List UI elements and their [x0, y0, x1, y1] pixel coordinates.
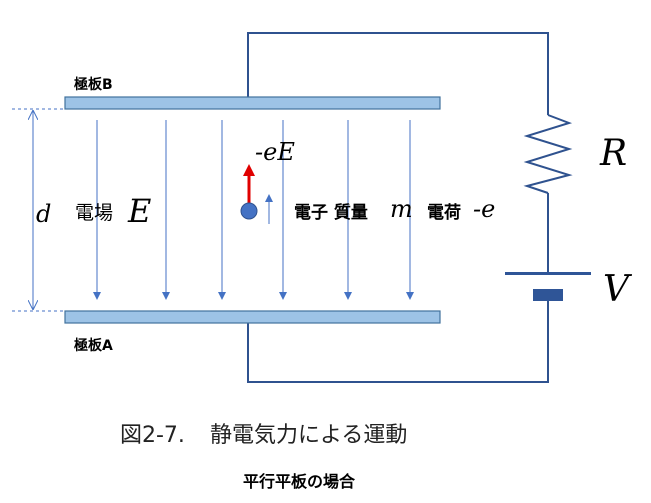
charge-desc-label: 電荷 — [427, 202, 461, 223]
resistor-icon — [523, 114, 573, 194]
battery-long-plate — [505, 272, 591, 275]
plate-b-label: 極板B — [74, 76, 113, 93]
plate-a-label: 極板A — [74, 337, 113, 354]
electron — [240, 202, 258, 220]
field-lines — [93, 120, 414, 300]
field-symbol-label: E — [127, 192, 151, 230]
figure-title: 静電気力による運動 — [210, 423, 407, 448]
distance-label: d — [36, 200, 51, 228]
resistor-label: R — [599, 133, 627, 174]
charge-symbol-label: -e — [473, 195, 495, 223]
bottom-wire — [247, 301, 549, 383]
circuit-wires — [247, 32, 549, 383]
mass-symbol-label: m — [390, 195, 413, 223]
plate-a — [64, 310, 441, 324]
figure-number: 図2-7. — [120, 423, 185, 448]
electron-desc-label: 電子 質量 — [294, 202, 368, 223]
field-prefix-label: 電場 — [75, 202, 113, 224]
battery-short-plate — [533, 289, 563, 301]
force-label: -eE — [255, 138, 295, 166]
voltage-label: V — [603, 269, 633, 310]
figure-subtitle: 平行平板の場合 — [243, 472, 356, 491]
plate-b — [64, 96, 441, 110]
top-wire — [247, 32, 549, 115]
